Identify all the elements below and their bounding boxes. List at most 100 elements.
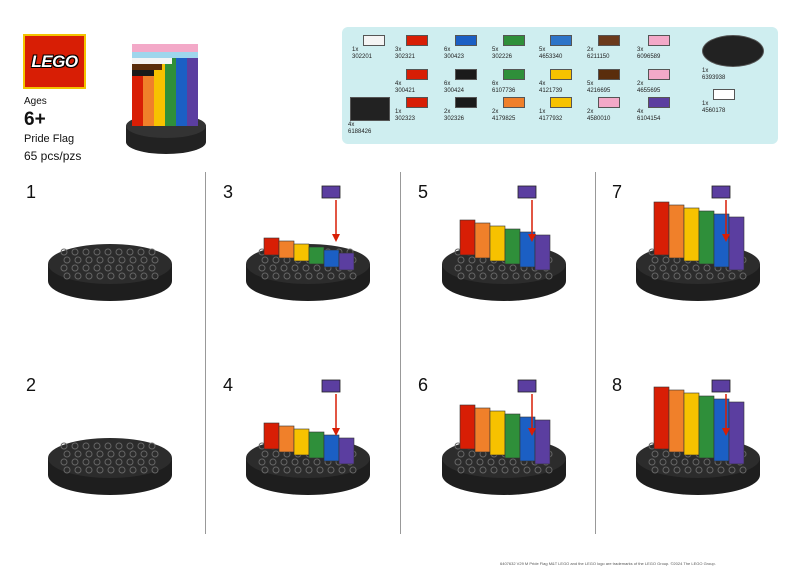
brick-icon (503, 35, 525, 46)
part-qty: 4x (348, 122, 355, 128)
part-qty: 6x (492, 81, 499, 87)
part-id: 302321 (395, 54, 416, 60)
step-illustration (246, 185, 370, 301)
part-qty: 1x (395, 109, 402, 115)
part-qty: 3x (395, 47, 402, 53)
brick-icon (598, 35, 620, 46)
part-id: 6393938 (702, 75, 726, 81)
step-illustration (636, 185, 760, 301)
step-number: 1 (26, 182, 37, 202)
part-id: 300424 (444, 88, 465, 94)
brick-icon (363, 35, 385, 46)
brick-icon (550, 35, 572, 46)
part-id: 4216695 (587, 88, 611, 94)
part-qty: 4x (539, 81, 546, 87)
step-illustration (48, 244, 172, 301)
brick-icon (503, 69, 525, 80)
brick-icon (406, 35, 428, 46)
step-number: 7 (612, 182, 623, 202)
part-qty: 2x (637, 81, 644, 87)
part-id: 6096589 (637, 54, 661, 60)
part-id: 4653340 (539, 54, 563, 60)
part-id: 300421 (395, 88, 416, 94)
piece-count: 65 pcs/pzs (24, 149, 82, 163)
part-id: 4177932 (539, 116, 563, 122)
part-qty: 3x (637, 47, 644, 53)
brick-icon (455, 97, 477, 108)
brick-icon (648, 69, 670, 80)
brick-icon (550, 69, 572, 80)
step-illustration (636, 379, 760, 495)
brick-icon (455, 69, 477, 80)
step-number: 2 (26, 375, 37, 395)
brick-icon (406, 97, 428, 108)
brick-icon (702, 35, 764, 67)
part-id: 302326 (444, 116, 465, 122)
part-id: 4655695 (637, 88, 661, 94)
part-qty: 5x (587, 81, 594, 87)
brick-icon (598, 69, 620, 80)
part-qty: 4x (637, 109, 644, 115)
brick-icon (598, 97, 620, 108)
step-illustration (48, 438, 172, 495)
brick-icon (550, 97, 572, 108)
part-qty: 1x (702, 101, 709, 107)
part-id: 302226 (492, 54, 513, 60)
part-id: 6107736 (492, 88, 516, 94)
product-name: Pride Flag (24, 133, 75, 145)
ages-label: Ages (24, 96, 47, 107)
step-number: 3 (223, 182, 234, 202)
part-qty: 2x (587, 47, 594, 53)
brick-icon (350, 97, 390, 121)
column-divider (400, 172, 401, 534)
brick-icon (713, 89, 735, 100)
brick-icon (455, 35, 477, 46)
brick-icon (503, 97, 525, 108)
step-illustration (442, 185, 566, 301)
lego-logo: LEGO (23, 34, 86, 89)
part-qty: 1x (702, 68, 709, 74)
brick-icon (648, 35, 670, 46)
part-qty: 6x (444, 47, 451, 53)
step-number: 6 (418, 375, 429, 395)
part-qty: 5x (539, 47, 546, 53)
step-number: 8 (612, 375, 623, 395)
part-qty: 1x (539, 109, 546, 115)
brick-icon (648, 97, 670, 108)
finished-model-image (126, 44, 206, 154)
part-id: 6104154 (637, 116, 661, 122)
step-number: 4 (223, 375, 234, 395)
part-qty: 2x (492, 109, 499, 115)
part-id: 6188426 (348, 129, 372, 135)
part-id: 4121739 (539, 88, 563, 94)
part-qty: 5x (492, 47, 499, 53)
part-id: 4560178 (702, 108, 726, 114)
footer-legal: 6407632 V29 M Pride Flag M&T LEGO and th… (500, 561, 716, 566)
age-rating: 6+ (24, 109, 46, 130)
part-id: 302201 (352, 54, 373, 60)
brick-icon (406, 69, 428, 80)
part-id: 6211150 (587, 54, 610, 60)
part-id: 302323 (395, 116, 416, 122)
part-qty: 6x (444, 81, 451, 87)
part-id: 4580010 (587, 116, 611, 122)
